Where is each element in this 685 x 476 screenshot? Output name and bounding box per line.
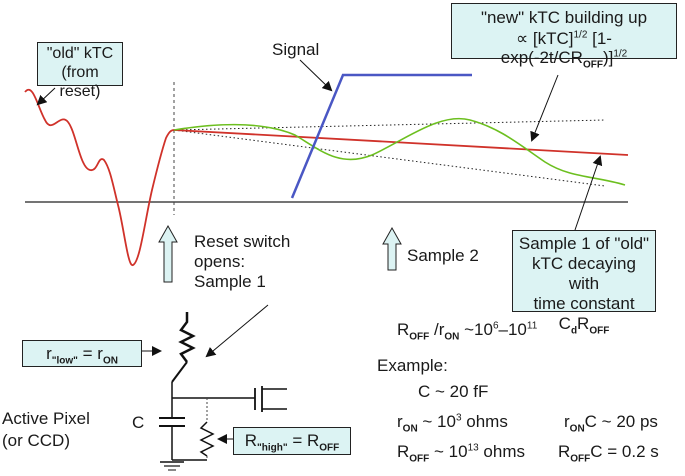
old-ktc-line-1: "old" kTC — [46, 45, 114, 62]
sample1-up-arrow — [158, 224, 178, 283]
reset-switch-arrow — [205, 304, 269, 358]
signal-arrow — [299, 59, 333, 92]
envelope-lower — [173, 129, 606, 187]
roffc-value: ROFFC = 0.2 s — [558, 442, 659, 465]
switch-blade — [171, 361, 188, 383]
ratio-label: ROFF /rON ~106–1011 — [397, 320, 538, 343]
ron-value: rON ~ 103 ohms — [397, 412, 508, 435]
sample2-up-arrow — [382, 226, 402, 271]
old-ktc-label: "old" kTC (from reset) — [37, 42, 123, 100]
example-label: Example: — [377, 356, 448, 375]
r-high-resistor — [199, 421, 215, 457]
old-ktc-line-2: (from reset) — [59, 64, 101, 100]
new-ktc-curve — [173, 117, 626, 186]
active-pixel-label: Active Pixel (or CCD) — [2, 409, 90, 450]
c-value: C ~ 20 fF — [418, 382, 489, 401]
old-ktc-curve — [24, 88, 629, 266]
cap-label: C — [132, 413, 145, 432]
sample1-old-label: Sample 1 of "old" kTC decaying with time… — [512, 230, 656, 336]
r-low-label: r"low" = rON — [22, 340, 142, 367]
roff-value: ROFF ~ 1013 ohms — [397, 442, 525, 465]
new-ktc-arrow — [530, 74, 559, 142]
ronc-value: rONC ~ 20 ps — [564, 412, 658, 435]
reset-switch-label: Reset switch opens: Sample 1 — [194, 232, 291, 291]
new-ktc-formula: ∝ [kTC]1/2 [1-exp(-2t/CROFF)]1/2 — [500, 29, 628, 71]
r-high-label: R"high" = ROFF — [233, 427, 351, 455]
old-ktc-arrow — [36, 87, 56, 106]
signal-label: Signal — [272, 40, 320, 59]
sample1-old-arrow — [574, 155, 603, 231]
new-ktc-label: "new" kTC building up ∝ [kTC]1/2 [1-exp(… — [451, 3, 677, 70]
signal-line — [290, 73, 472, 199]
r-low-resistor — [178, 312, 196, 363]
new-ktc-title: "new" kTC building up — [480, 8, 648, 27]
sample2-label: Sample 2 — [407, 246, 479, 265]
